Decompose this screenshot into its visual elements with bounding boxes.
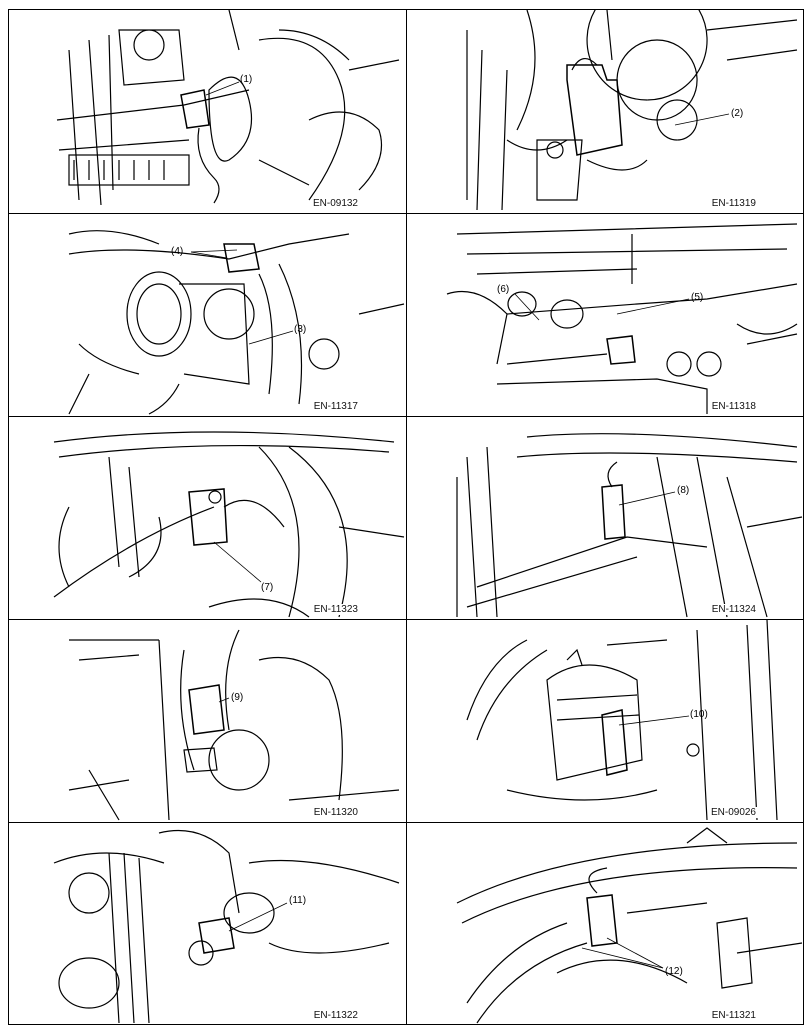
grid-divider-vertical — [406, 10, 407, 1024]
engine-illustration-9: (11) — [53, 829, 400, 1024]
callout-label: (5) — [691, 292, 703, 303]
panel-en-11320: (9) EN-11320 — [9, 620, 406, 822]
illustration-grid: (1) EN-09132 (2) EN-11319 — [8, 9, 804, 1025]
callout-label: (10) — [690, 709, 708, 720]
figure-code: EN-09026 — [708, 807, 758, 818]
panel-en-11317: (4) (3) EN-11317 — [9, 214, 406, 416]
callout-label: (8) — [677, 485, 689, 496]
panel-en-09026: (10) EN-09026 — [407, 620, 804, 822]
engine-illustration-8: (10) — [466, 620, 778, 821]
panel-en-09132: (1) EN-09132 — [9, 10, 406, 213]
callout-label: (9) — [231, 692, 243, 703]
panel-en-11321: (12) EN-11321 — [407, 823, 804, 1025]
panel-en-11319: (2) EN-11319 — [407, 10, 804, 213]
grid-divider-row-3 — [9, 619, 803, 620]
grid-divider-row-4 — [9, 822, 803, 823]
engine-illustration-6: (8) — [456, 433, 803, 618]
callout-label: (11) — [289, 895, 306, 906]
figure-code: EN-11317 — [311, 401, 360, 412]
panel-en-11322: (11) EN-11322 — [9, 823, 406, 1025]
engine-illustration-4: (6) (5) — [446, 223, 798, 414]
figure-code: EN-11322 — [311, 1010, 360, 1021]
callout-label: (1) — [240, 74, 252, 85]
figure-code: EN-11324 — [709, 604, 758, 615]
figure-code: EN-11318 — [709, 401, 758, 412]
figure-code: EN-11319 — [709, 198, 758, 209]
callout-label: (2) — [731, 108, 743, 119]
engine-illustration-1: (1) — [56, 10, 400, 206]
callout-label: (12) — [665, 966, 683, 977]
engine-illustration-7: (9) — [68, 629, 400, 821]
figure-code: EN-11320 — [311, 807, 360, 818]
panel-en-11323: (7) EN-11323 — [9, 417, 406, 619]
engine-illustration-5: (7) — [53, 431, 405, 618]
engine-illustration-2: (2) — [466, 10, 798, 211]
panel-en-11318: (6) (5) EN-11318 — [407, 214, 804, 416]
grid-divider-row-1 — [9, 213, 803, 214]
engine-illustration-3: (4) (3) — [68, 230, 405, 415]
grid-divider-row-2 — [9, 416, 803, 417]
figure-code: EN-11323 — [311, 604, 360, 615]
callout-label: (3) — [294, 324, 306, 335]
figure-code: EN-09132 — [310, 198, 360, 209]
callout-label: (4) — [171, 246, 183, 257]
panel-en-11324: (8) EN-11324 — [407, 417, 804, 619]
figure-code: EN-11321 — [709, 1010, 758, 1021]
engine-illustration-10: (12) — [456, 827, 803, 1024]
callout-label: (6) — [497, 284, 509, 295]
callout-label: (7) — [261, 582, 273, 593]
